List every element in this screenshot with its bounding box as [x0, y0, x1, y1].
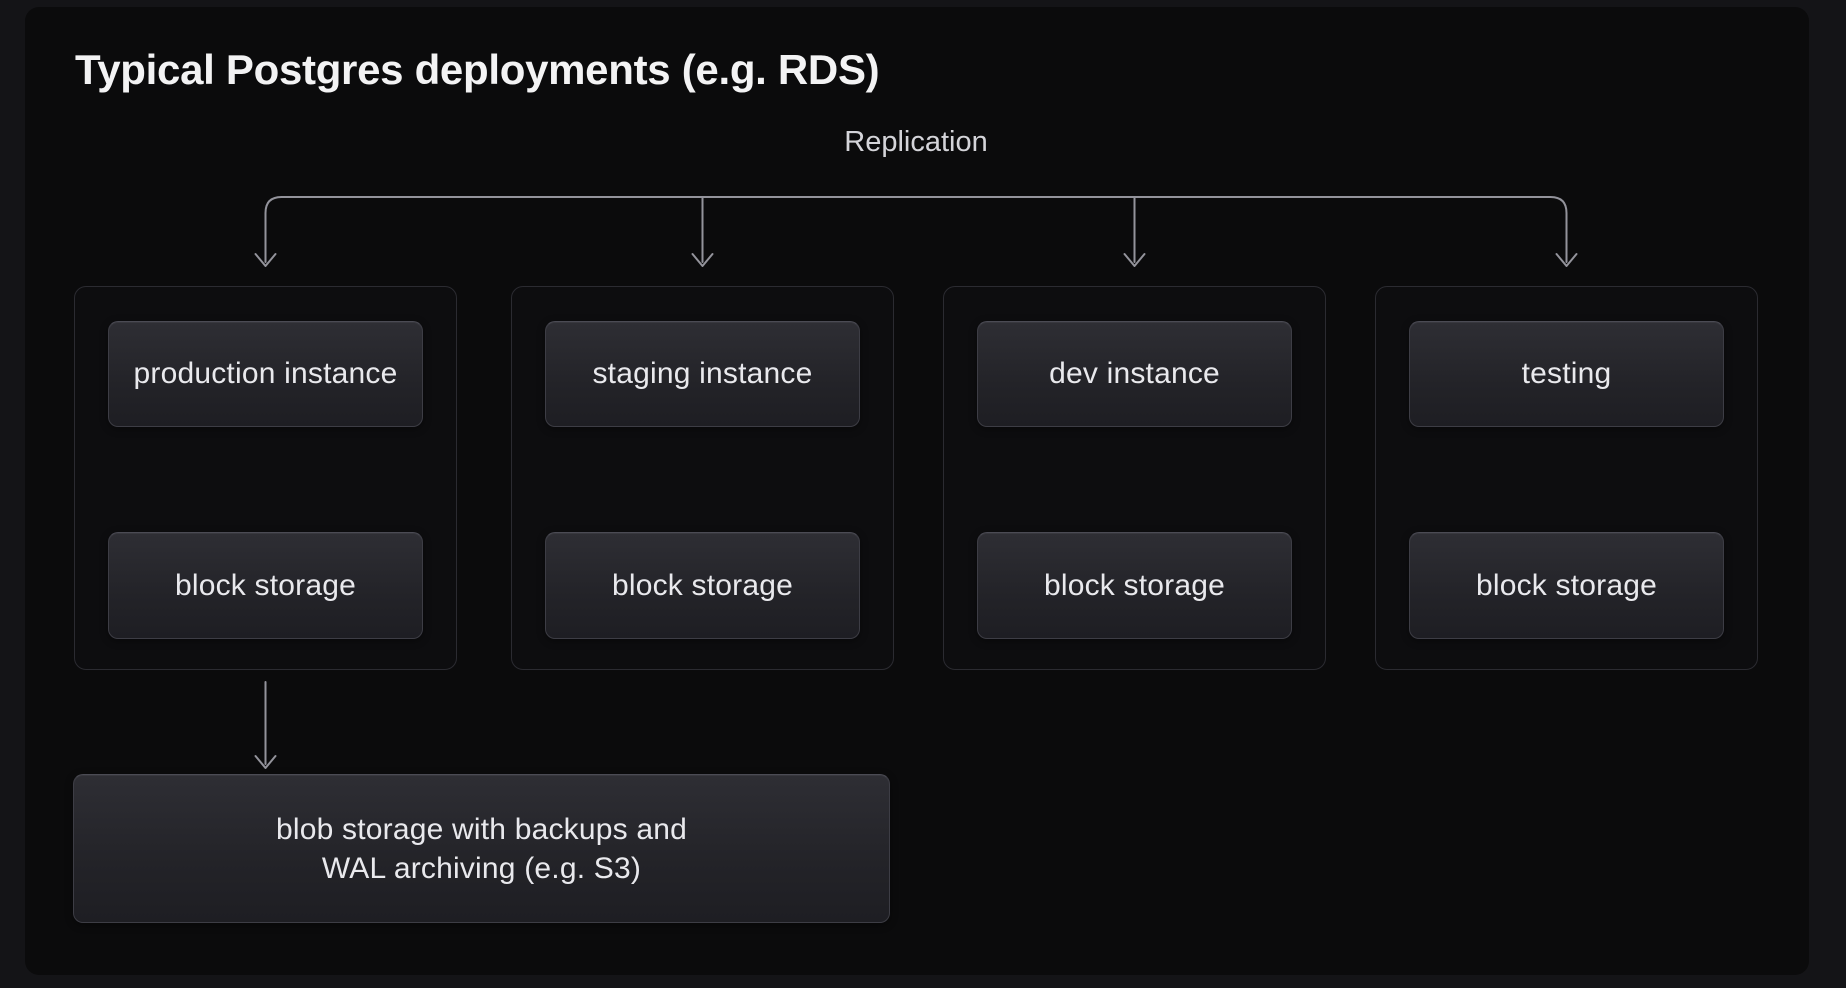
deployment-group-staging: staging instance block storage: [511, 286, 894, 670]
replication-label: Replication: [844, 126, 988, 158]
node-production-block-storage: block storage: [108, 532, 423, 639]
node-label: dev instance: [1049, 357, 1220, 390]
node-label: block storage: [611, 568, 794, 602]
node-label: block storage: [1043, 568, 1226, 602]
node-dev-block-storage: block storage: [977, 532, 1292, 639]
page-title: Typical Postgres deployments (e.g. RDS): [75, 46, 880, 93]
deployment-group-dev: dev instance block storage: [943, 286, 1326, 670]
node-testing-instance: testing: [1409, 321, 1724, 427]
node-label: testing: [1521, 357, 1612, 390]
blob-storage-line-1: blob storage with backups and: [275, 812, 688, 846]
node-production-instance: production instance: [108, 321, 423, 427]
node-label: block storage: [1475, 568, 1658, 602]
deployment-group-production: production instance block storage: [74, 286, 457, 670]
node-blob-storage: blob storage with backups and WAL archiv…: [73, 774, 890, 923]
node-label: staging instance: [592, 357, 813, 390]
node-testing-block-storage: block storage: [1409, 532, 1724, 639]
deployment-group-testing: testing block storage: [1375, 286, 1758, 670]
node-label: production instance: [133, 357, 398, 390]
blob-storage-line-2: WAL archiving (e.g. S3): [321, 851, 642, 885]
node-staging-instance: staging instance: [545, 321, 860, 427]
node-dev-instance: dev instance: [977, 321, 1292, 427]
node-staging-block-storage: block storage: [545, 532, 860, 639]
node-label: block storage: [174, 568, 357, 602]
